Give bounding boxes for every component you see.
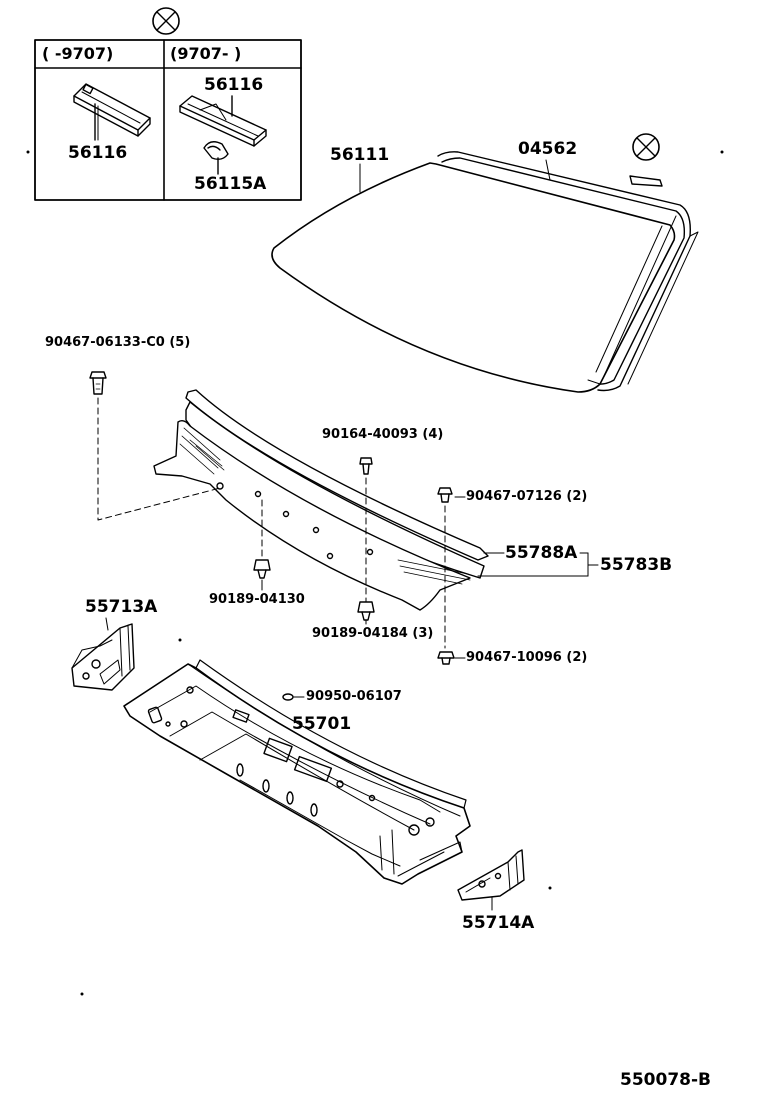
- part-label-90467-07126: 90467-07126 (2): [466, 489, 588, 504]
- part-label-56116-old: 56116: [68, 143, 128, 163]
- part-label-90950-06107: 90950-06107: [306, 689, 402, 704]
- clip-56115a-part: [203, 141, 229, 175]
- side-bracket-55713a-part: [71, 623, 135, 691]
- dashed-leader: [97, 397, 221, 521]
- part-label-56116-new: 56116: [204, 75, 264, 95]
- part-label-56115a: 56115A: [194, 174, 267, 194]
- part-label-55788a: 55788A: [505, 543, 578, 563]
- part-label-55713a: 55713A: [85, 597, 158, 617]
- part-label-90189-04130: 90189-04130: [209, 592, 305, 607]
- not-supplied-symbol-icon: [152, 7, 180, 35]
- clip-90467-10096-part: [437, 651, 455, 665]
- windshield-glass-part: [271, 151, 699, 393]
- cowl-louver-part: [153, 389, 489, 611]
- clip-56116-old-part: [73, 83, 151, 141]
- part-label-55701: 55701: [292, 714, 352, 734]
- part-label-90467-10096: 90467-10096 (2): [466, 650, 588, 665]
- inset-box: [34, 39, 302, 201]
- callout-bracket: [477, 552, 599, 577]
- part-label-04562: 04562: [518, 139, 578, 159]
- part-label-90467-06133: 90467-06133-C0 (5): [45, 335, 191, 350]
- inset-left-header: ( -9707): [42, 44, 114, 63]
- part-label-55783b: 55783B: [600, 555, 673, 575]
- not-supplied-symbol-icon: [632, 133, 660, 161]
- part-label-90189-04184: 90189-04184 (3): [312, 626, 434, 641]
- nut-90189-04130-part: [253, 559, 271, 579]
- part-label-56111: 56111: [330, 145, 390, 165]
- cowl-panel-part: [123, 659, 471, 885]
- nut-90189-04184-part: [357, 601, 375, 621]
- part-label-90164-40093: 90164-40093 (4): [322, 427, 444, 442]
- side-bracket-55714a-part: [457, 849, 525, 901]
- inset-right-header: (9707- ): [170, 44, 242, 63]
- clip-56116-new-part: [179, 95, 267, 147]
- screw-90164-40093-part: [359, 457, 373, 475]
- clip-90467-06133-part: [89, 371, 107, 395]
- windshield-molding-part: [629, 175, 663, 187]
- clip-90467-07126-part: [437, 487, 453, 503]
- plug-90950-06107-part: [282, 693, 294, 701]
- diagram-id: 550078-B: [620, 1070, 711, 1090]
- part-label-55714a: 55714A: [462, 913, 535, 933]
